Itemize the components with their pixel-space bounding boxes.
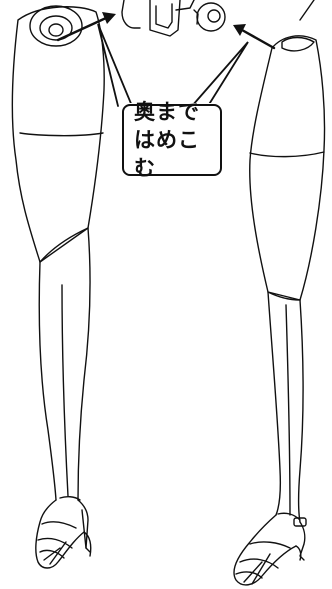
left-knee-line [39,227,89,263]
right-leg [233,35,326,586]
instruction-callout: 奥まで はめこむ [122,100,222,180]
right-thigh [249,35,326,301]
callout-line-2: はめこむ [134,128,200,180]
arrow-to-left-hip [56,12,116,42]
left-thigh [11,6,105,263]
left-shin [38,261,57,501]
left-sandal [35,495,92,569]
ball-joint [196,2,226,32]
right-knee-line [267,291,301,301]
right-shin [267,291,282,516]
left-leg [11,5,105,569]
callout-line-1: 奥まで [134,100,200,124]
callout-pointer-right [191,41,249,107]
right-sandal [233,512,307,586]
left-hip-socket [29,5,83,47]
callout-pointer-left [97,23,133,107]
hip-joint-part [121,0,226,37]
arrow-to-right-hip [233,24,276,50]
